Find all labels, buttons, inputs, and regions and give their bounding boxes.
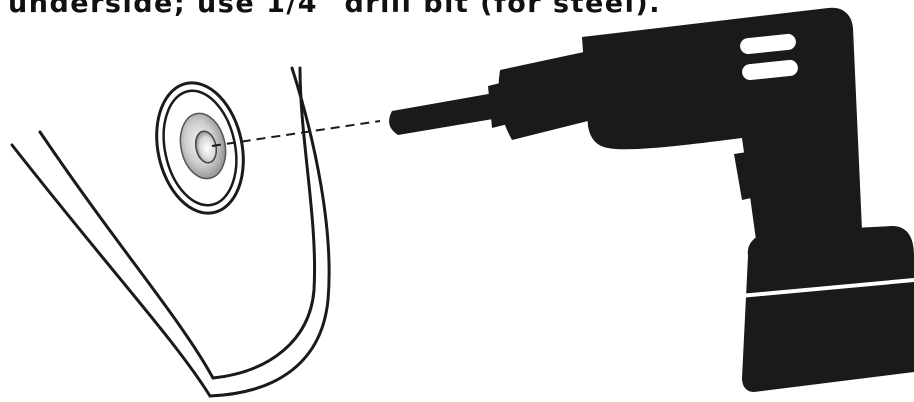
drill-body [582, 8, 862, 240]
battery-pack [742, 226, 914, 392]
cordless-drill-icon [389, 8, 914, 392]
chuck [499, 52, 593, 140]
bolt-hole-icon [145, 75, 255, 222]
drill-bit [389, 93, 499, 135]
